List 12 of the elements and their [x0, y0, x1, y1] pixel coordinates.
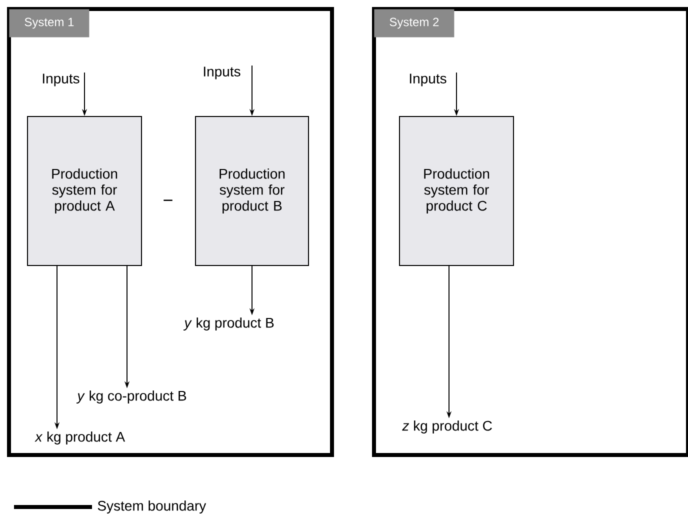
- input-label: Inputs: [410, 74, 446, 86]
- output-label: z kg product C: [402, 420, 492, 434]
- output-label: y kg product B: [183, 317, 274, 331]
- input-label: Inputs: [204, 66, 240, 80]
- output-label: x kg product A: [34, 431, 126, 445]
- legend-label: System boundary: [98, 500, 206, 514]
- input-label: Inputs: [42, 74, 80, 86]
- output-label: y kg co-product B: [76, 390, 186, 404]
- process-box: Production system for product C: [399, 116, 514, 266]
- process-box: Production system for product B: [195, 116, 309, 266]
- minus-sign: −: [164, 200, 172, 201]
- process-box: Production system for product A: [27, 116, 142, 266]
